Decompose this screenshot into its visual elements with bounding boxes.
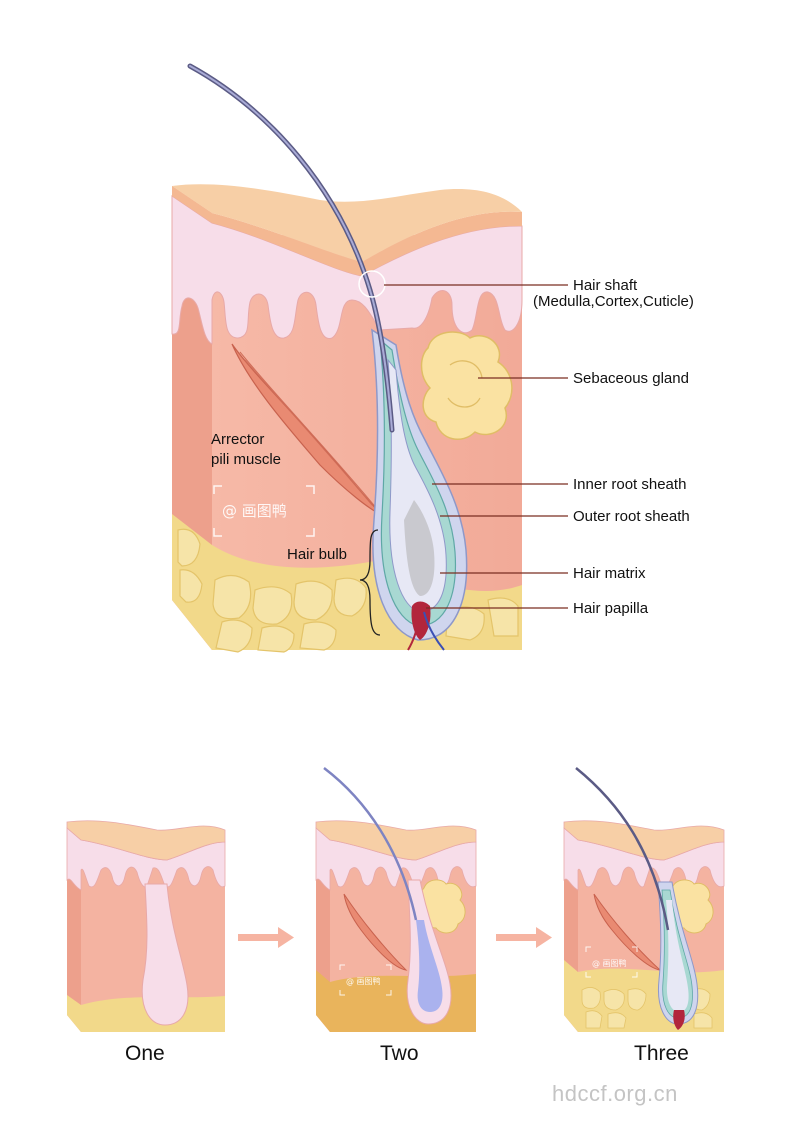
hair-follicle — [371, 328, 468, 651]
gland-lobule — [447, 397, 481, 408]
stage-three-papilla — [673, 1010, 685, 1030]
stage-two-follicle — [416, 920, 443, 1012]
arrow-two-to-three — [496, 927, 552, 948]
label-arrector: Arrector — [211, 431, 264, 448]
hair-root — [404, 500, 435, 596]
stage-label-two: Two — [380, 1042, 419, 1065]
stage-two-block: @ 画图鸭 — [315, 767, 477, 1032]
label-sebaceous-gland: Sebaceous gland — [573, 370, 689, 387]
epidermis-edge — [172, 186, 522, 276]
muscle-fiber — [239, 351, 379, 511]
label-hair-bulb: Hair bulb — [287, 546, 347, 563]
epidermis-surface — [172, 184, 522, 262]
stage-two-hair — [323, 767, 418, 921]
stage-three-watermark: @ 画图鸭 — [592, 958, 627, 968]
hair-shaft-highlight — [189, 65, 393, 431]
muscle-fiber — [244, 359, 373, 506]
label-hair-shaft-detail: (Medulla,Cortex,Cuticle) — [533, 293, 694, 310]
blood-vessel — [407, 611, 421, 651]
hair-shaft-marker — [358, 270, 386, 298]
stage-one-block — [66, 820, 226, 1032]
label-outer-root-sheath: Outer root sheath — [573, 508, 690, 525]
stage-two-watermark: @ 画图鸭 — [346, 976, 381, 986]
stage-three-hair — [575, 767, 670, 931]
site-watermark: hdccf.org.cn — [552, 1081, 678, 1106]
stage-three-block: @ 画图鸭 — [563, 767, 725, 1032]
label-inner-root-sheath: Inner root sheath — [573, 476, 686, 493]
label-hair-papilla: Hair papilla — [573, 600, 649, 617]
label-pili-muscle: pili muscle — [211, 451, 281, 468]
main-skin-block — [171, 184, 523, 653]
hair-bulb-bracket — [359, 529, 381, 636]
sebaceous-gland — [420, 331, 513, 441]
label-hair-matrix: Hair matrix — [573, 565, 646, 582]
blood-vessel — [423, 611, 445, 651]
stage-one-follicle — [141, 883, 189, 1026]
papillary-layer — [171, 195, 523, 345]
watermark-text: @ 画图鸭 — [222, 502, 287, 520]
stage-label-one: One — [125, 1042, 165, 1065]
stage-label-three: Three — [634, 1042, 689, 1065]
label-hair-shaft: Hair shaft — [573, 277, 638, 294]
watermark-main: @ 画图鸭 — [213, 485, 315, 537]
label-leader-lines — [384, 284, 568, 609]
arrow-one-to-two — [238, 927, 294, 948]
gland-lobule — [449, 360, 483, 379]
